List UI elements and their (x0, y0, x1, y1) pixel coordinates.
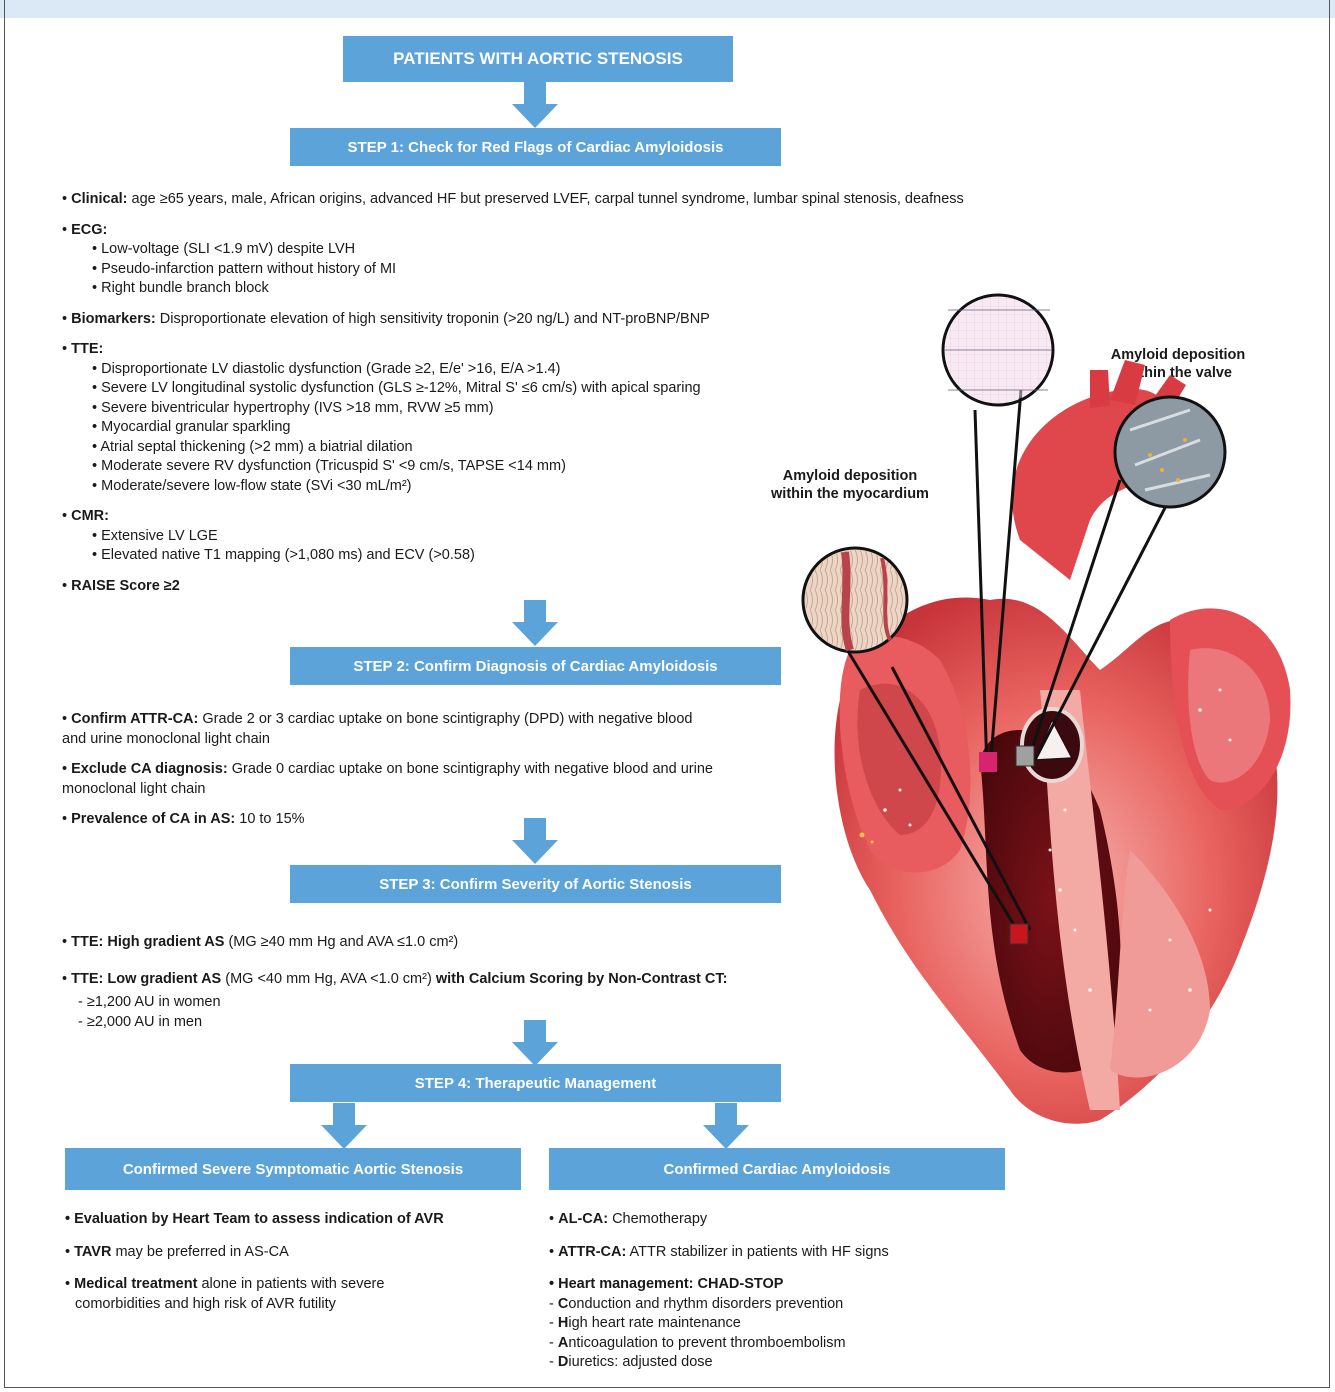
arrow-down-icon (510, 1020, 560, 1066)
clinical-line: • Clinical: age ≥65 years, male, African… (62, 190, 964, 210)
ecg-label: ECG: (71, 222, 107, 238)
clinical-text: age ≥65 years, male, African origins, ad… (132, 191, 964, 207)
arrow-down-icon (510, 600, 560, 646)
chad-item: - Conduction and rhythm disorders preven… (549, 1295, 889, 1315)
step3-title: STEP 3: Confirm Severity of Aortic Steno… (379, 876, 692, 893)
arrow-down-icon (319, 1103, 369, 1149)
al-line: • AL-CA: Chemotherapy (549, 1210, 889, 1230)
ecg-heading: • ECG: (62, 221, 964, 241)
exclude-line-2: monoclonal light chain (62, 780, 713, 800)
cmr-label: CMR: (71, 508, 109, 524)
arrow-down-icon (701, 1103, 751, 1149)
attr-line: • ATTR-CA: ATTR stabilizer in patients w… (549, 1243, 889, 1263)
chad-item: - High heart rate maintenance (549, 1314, 889, 1334)
main-title-box: PATIENTS WITH AORTIC STENOSIS (343, 36, 733, 82)
biomarkers-text: Disproportionate elevation of high sensi… (160, 311, 710, 327)
prevalence-line: • Prevalence of CA in AS: 10 to 15% (62, 810, 713, 830)
prevalence-label: Prevalence of CA in AS: (71, 811, 235, 827)
threshold-item: - ≥2,000 AU in men (62, 1013, 727, 1033)
arrow-down-icon (510, 818, 560, 864)
biomarkers-label: Biomarkers: (71, 311, 156, 327)
threshold-item: - ≥1,200 AU in women (62, 993, 727, 1013)
heart-illustration (790, 290, 1330, 1190)
step3-content: • TTE: High gradient AS (MG ≥40 mm Hg an… (62, 933, 727, 1032)
left-med-line: • Medical treatment alone in patients wi… (65, 1275, 444, 1295)
right-outcome-content: • AL-CA: Chemotherapy • ATTR-CA: ATTR st… (549, 1210, 889, 1373)
valve-zoom-circle (1115, 397, 1225, 507)
step2-title: STEP 2: Confirm Diagnosis of Cardiac Amy… (353, 658, 717, 675)
left-outcome-title: Confirmed Severe Symptomatic Aortic Sten… (123, 1161, 463, 1178)
step1-box: STEP 1: Check for Red Flags of Cardiac A… (290, 128, 781, 166)
step4-box: STEP 4: Therapeutic Management (290, 1064, 781, 1102)
confirm-label: Confirm ATTR-CA: (71, 711, 198, 727)
step4-title: STEP 4: Therapeutic Management (415, 1075, 656, 1092)
step1-title: STEP 1: Check for Red Flags of Cardiac A… (348, 139, 724, 156)
high-gradient-line: • TTE: High gradient AS (MG ≥40 mm Hg an… (62, 933, 727, 953)
step3-box: STEP 3: Confirm Severity of Aortic Steno… (290, 865, 781, 903)
chad-item: - Diuretics: adjusted dose (549, 1353, 889, 1373)
left-outcome-box: Confirmed Severe Symptomatic Aortic Sten… (65, 1148, 521, 1190)
exclude-line: • Exclude CA diagnosis: Grade 0 cardiac … (62, 760, 713, 780)
step2-box: STEP 2: Confirm Diagnosis of Cardiac Amy… (290, 647, 781, 685)
main-title: PATIENTS WITH AORTIC STENOSIS (393, 49, 683, 69)
valve-marker (1016, 746, 1034, 766)
clinical-label: Clinical: (71, 191, 127, 207)
confirm-line-2: and urine monoclonal light chain (62, 730, 713, 750)
left-med-line-2: comorbidities and high risk of AVR futil… (65, 1295, 444, 1315)
heart-mgmt-line: • Heart management: CHAD-STOP (549, 1275, 889, 1295)
left-eval-line: • Evaluation by Heart Team to assess ind… (65, 1210, 444, 1230)
step2-content: • Confirm ATTR-CA: Grade 2 or 3 cardiac … (62, 710, 713, 830)
ecg-item: • Pseudo-infarction pattern without hist… (62, 260, 964, 280)
chad-item: - Anticoagulation to prevent thromboembo… (549, 1334, 889, 1354)
left-outcome-content: • Evaluation by Heart Team to assess ind… (65, 1210, 444, 1314)
tte-label: TTE: (71, 341, 103, 357)
myocardium-zoom-circle (803, 548, 907, 652)
left-tavr-line: • TAVR may be preferred in AS-CA (65, 1243, 444, 1263)
low-gradient-line: • TTE: Low gradient AS (MG <40 mm Hg, AV… (62, 970, 727, 990)
exclude-label: Exclude CA diagnosis: (71, 761, 228, 777)
myocardium-marker (1010, 924, 1028, 944)
ecg-item: • Low-voltage (SLI <1.9 mV) despite LVH (62, 240, 964, 260)
ecg-zoom-circle (943, 295, 1053, 405)
raise-label: RAISE Score ≥2 (71, 578, 180, 594)
ecg-marker (979, 752, 997, 772)
confirm-line: • Confirm ATTR-CA: Grade 2 or 3 cardiac … (62, 710, 713, 730)
arrow-down-icon (510, 82, 560, 128)
